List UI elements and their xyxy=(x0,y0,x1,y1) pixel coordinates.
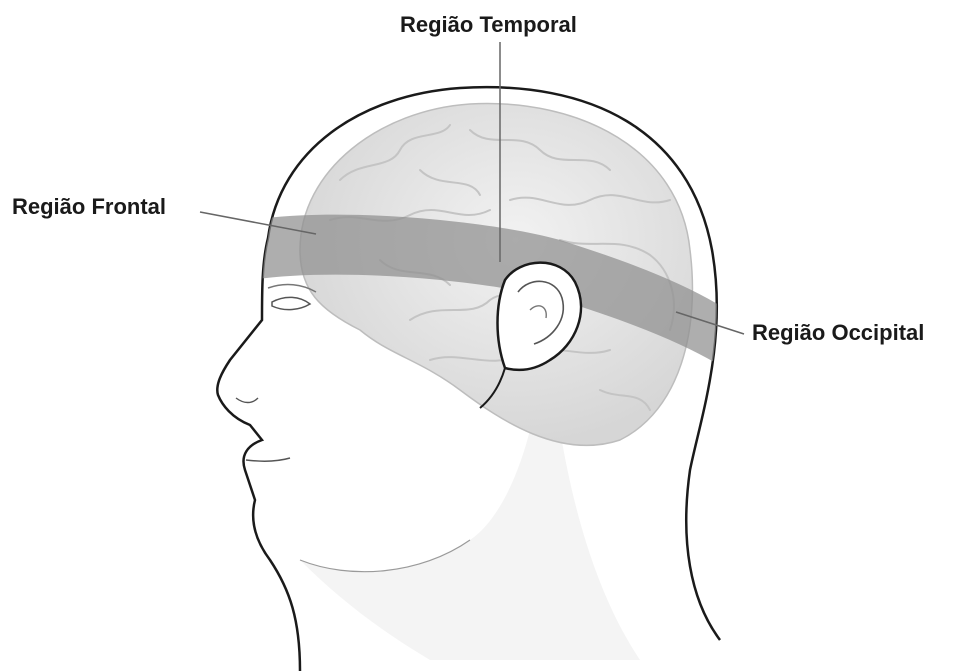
label-frontal-region: Região Frontal xyxy=(12,196,166,218)
label-occipital-region: Região Occipital xyxy=(752,322,924,344)
label-temporal-region: Região Temporal xyxy=(400,14,577,36)
eye xyxy=(272,297,310,309)
